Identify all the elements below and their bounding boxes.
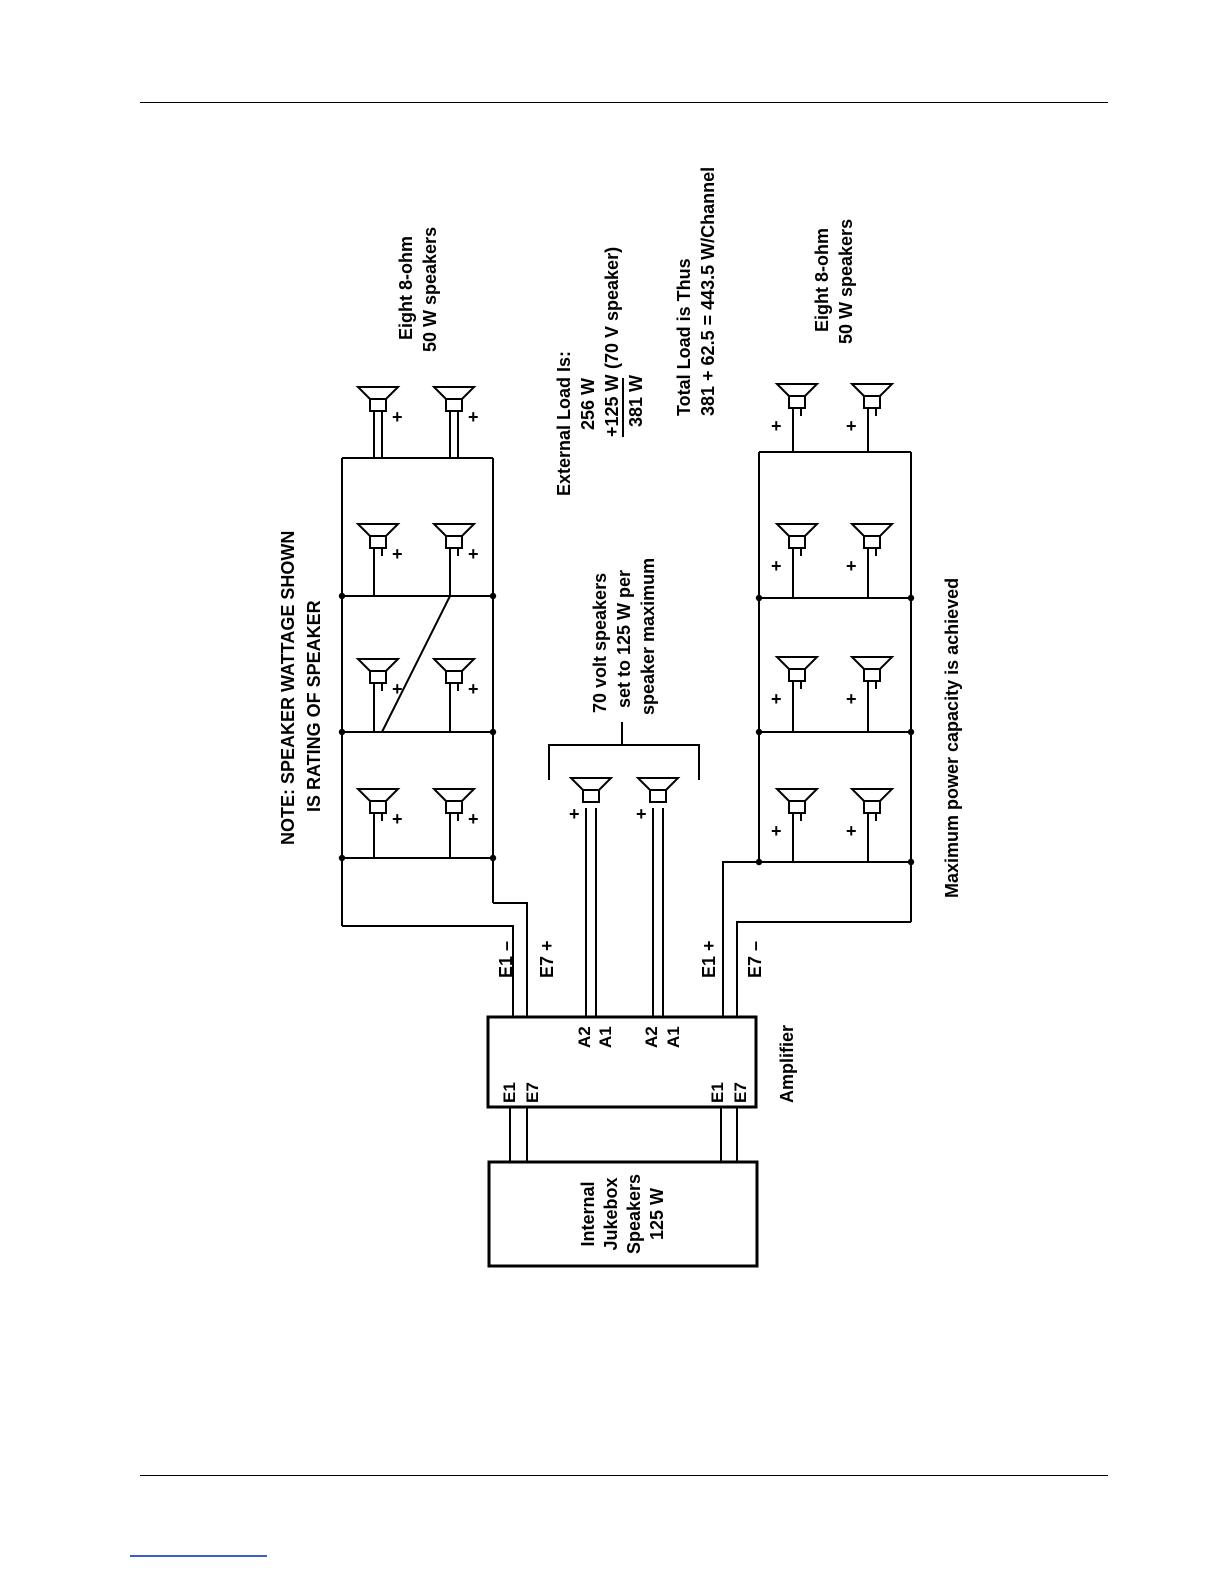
jukebox-box (487, 1160, 759, 1268)
speaker-icon: + (771, 788, 820, 841)
plus-sign: + (392, 679, 403, 699)
wire-label-e1-plus: E1 + (699, 940, 719, 978)
plus-sign: + (771, 821, 782, 841)
plus-sign: + (846, 821, 857, 841)
plus-sign: + (392, 544, 403, 564)
plus-sign: + (392, 407, 403, 427)
plus-sign: + (771, 416, 782, 436)
wire-label-e1-minus: E1 – (496, 941, 516, 978)
amp-terminal-a2-2: A2 (642, 1026, 661, 1048)
plus-sign: + (846, 689, 857, 709)
max-power-text: Maximum power capacity is achieved (942, 578, 962, 898)
plus-sign: + (569, 804, 580, 824)
plus-sign: + (771, 689, 782, 709)
total-load-line1: Total Load is Thus (674, 258, 694, 416)
junction-dot (338, 592, 346, 600)
footer-link-underline[interactable] (130, 1555, 267, 1557)
speaker-icon: + (635, 777, 681, 824)
jukebox-line1: Internal (578, 1181, 598, 1246)
external-load-line3: 381 W (626, 375, 646, 427)
wire-path (342, 925, 514, 1017)
top-group-line2: 50 W speakers (420, 227, 440, 352)
speaker-icon: + (431, 386, 479, 427)
amp-terminal-a1-1: A1 (596, 1026, 615, 1048)
external-load-line2-value: +125 W (602, 374, 622, 437)
speaker-icon: + (568, 777, 614, 824)
wire-segment (381, 595, 451, 733)
junction-dot (755, 728, 763, 736)
junction-dots (338, 592, 915, 866)
wiring-lines (341, 396, 912, 1162)
plus-sign: + (771, 556, 782, 576)
wire-path (493, 902, 528, 1017)
speaker-icon: + (846, 383, 895, 436)
footer-rule (140, 1475, 1108, 1476)
amp-terminal-e1-1: E1 (500, 1082, 519, 1103)
junction-dot (338, 728, 346, 736)
speaker-icon: + (431, 788, 479, 829)
wire-label-e7-minus: E7 – (745, 941, 765, 978)
wire-path (736, 921, 911, 1017)
speaker-icon: + (771, 383, 820, 436)
speaker-icon: + (355, 523, 403, 564)
amp-terminal-a1-2: A1 (664, 1026, 683, 1048)
junction-dot (907, 728, 915, 736)
plus-sign: + (468, 679, 479, 699)
bottom-group-line1: Eight 8-ohm (812, 228, 832, 332)
speaker-icon: + (355, 658, 403, 699)
top-group-line1: Eight 8-ohm (396, 236, 416, 340)
seventy-volt-line2: set to 125 W per (614, 570, 634, 708)
seventy-volt-line3: speaker maximum (638, 558, 658, 715)
amp-terminal-e7-1: E7 (523, 1082, 542, 1103)
note-line2: IS RATING OF SPEAKER (304, 600, 324, 812)
total-load-line2: 381 + 62.5 = 443.5 W/Channel (698, 167, 718, 416)
plus-sign: + (846, 416, 857, 436)
speaker-icon: + (431, 658, 479, 699)
wire-path (548, 744, 700, 780)
jukebox-line3: Speakers (624, 1174, 644, 1254)
speaker-icon: + (771, 523, 820, 576)
junction-dot (489, 592, 497, 600)
amplifier-label: Amplifier (777, 1025, 797, 1103)
amplifier-box (486, 1015, 758, 1109)
junction-dot (907, 858, 915, 866)
plus-sign: + (846, 556, 857, 576)
wire-label-e7-plus: E7 + (537, 940, 557, 978)
speaker-symbols: + + + + + + + + + + + + + + + + + + (355, 383, 895, 841)
speaker-icon: + (355, 386, 403, 427)
amp-terminal-e1-2: E1 (708, 1082, 727, 1103)
junction-dot (755, 858, 763, 866)
speaker-icon: + (846, 656, 895, 709)
junction-dot (489, 728, 497, 736)
speaker-icon: + (846, 523, 895, 576)
plus-sign: + (468, 407, 479, 427)
external-load-title: External Load Is: (554, 351, 574, 496)
note-line1: NOTE: SPEAKER WATTAGE SHOWN (278, 531, 298, 845)
external-load-line2-note: (70 V speaker) (602, 247, 622, 369)
bottom-group-line2: 50 W speakers (836, 219, 856, 344)
plus-sign: + (468, 544, 479, 564)
wire-path (722, 861, 759, 1017)
junction-dot (755, 594, 763, 602)
jukebox-line2: Jukebox (601, 1177, 621, 1250)
plus-sign: + (392, 809, 403, 829)
amp-terminal-a2-1: A2 (575, 1026, 594, 1048)
speaker-icon: + (431, 523, 479, 564)
plus-sign: + (636, 804, 647, 824)
plus-sign: + (468, 809, 479, 829)
junction-dot (907, 594, 915, 602)
speaker-icon: + (846, 788, 895, 841)
jukebox-line4: 125 W (647, 1188, 667, 1240)
junction-dot (338, 854, 346, 862)
amp-terminal-e7-2: E7 (731, 1082, 750, 1103)
speaker-icon: + (355, 788, 403, 829)
header-rule (140, 102, 1108, 103)
external-load-line1: 256 W (578, 378, 598, 430)
seventy-volt-line1: 70 volt speakers (590, 573, 610, 713)
speaker-icon: + (771, 656, 820, 709)
junction-dot (489, 854, 497, 862)
